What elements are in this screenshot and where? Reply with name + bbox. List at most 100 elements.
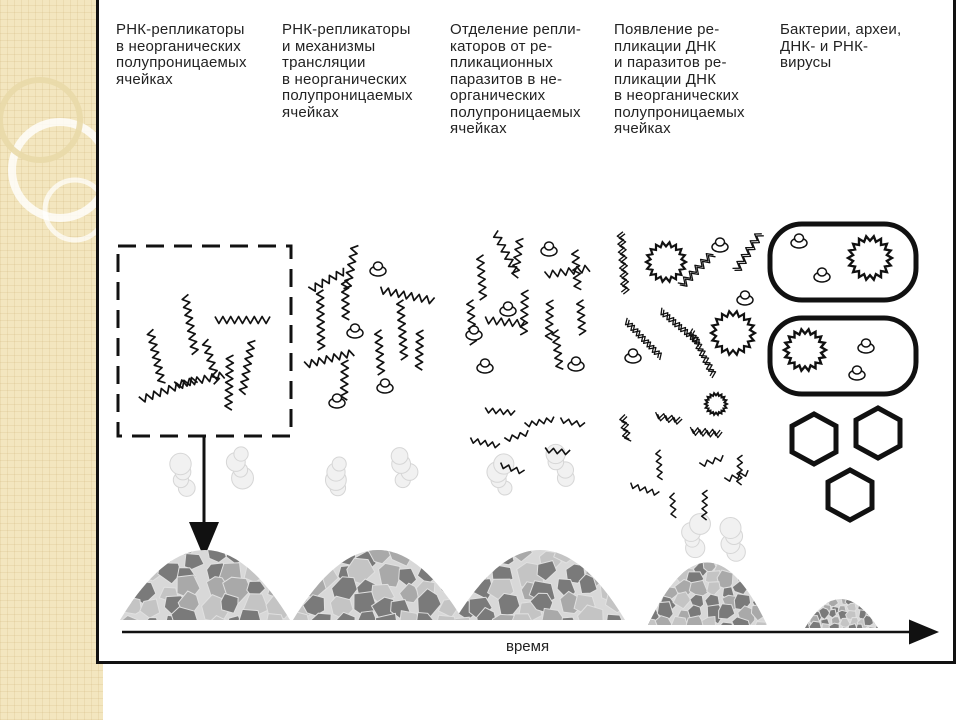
rock: [874, 563, 885, 573]
rock: [377, 562, 401, 588]
rock: [490, 526, 515, 545]
rock: [848, 570, 857, 578]
replicator-rna: [214, 315, 271, 325]
rock: [813, 560, 822, 570]
rock: [443, 550, 463, 565]
rock: [648, 504, 664, 518]
rock: [830, 568, 837, 575]
rock: [810, 588, 820, 598]
rock: [747, 562, 767, 577]
rock: [355, 627, 376, 649]
rock: [455, 579, 471, 603]
rock: [647, 533, 664, 550]
replicator-rna: [523, 416, 555, 428]
rock: [873, 590, 883, 599]
rock: [578, 509, 605, 530]
rock: [397, 519, 418, 537]
rock: [532, 476, 552, 498]
rock: [577, 550, 603, 563]
rock: [134, 522, 162, 550]
vent-smoke: [390, 447, 409, 465]
rock: [120, 550, 137, 566]
vent-smoke: [545, 443, 566, 465]
replicator-rna: [395, 299, 409, 361]
rock: [661, 562, 680, 573]
replicator-rna: [499, 462, 526, 475]
rock: [648, 562, 657, 575]
dna-double-strand: [660, 307, 698, 345]
replicator-rna: [224, 354, 235, 411]
rock: [219, 634, 243, 656]
rock: [264, 550, 287, 573]
replicator-rna: [484, 316, 526, 328]
rock: [608, 494, 626, 512]
virus-capsid-2: [853, 405, 903, 461]
stage-4-label: Появление ре- пликации ДНК и паразитов р…: [614, 21, 745, 137]
dna-double-strand: [621, 416, 632, 442]
rock: [658, 537, 673, 552]
dna-double-strand: [655, 411, 681, 423]
rock: [262, 561, 287, 584]
rock: [491, 613, 519, 620]
dna-double-strand: [619, 414, 630, 440]
rock: [309, 550, 333, 566]
ribosome-particle: [331, 393, 343, 403]
rock: [409, 550, 435, 563]
rock: [264, 634, 282, 653]
rock: [246, 495, 270, 516]
rock: [847, 622, 858, 628]
rock: [421, 528, 443, 545]
rock: [290, 497, 308, 518]
rock: [837, 561, 848, 571]
replicator-rna: [373, 329, 386, 376]
rock: [414, 631, 437, 654]
rock: [864, 559, 875, 571]
replicator-rna: [181, 293, 199, 356]
rock: [465, 550, 492, 571]
rock: [813, 599, 823, 607]
time-axis-label: время: [506, 638, 550, 655]
rock: [370, 513, 389, 531]
rock: [206, 526, 226, 543]
rock: [349, 511, 373, 536]
rock: [648, 567, 661, 585]
rock: [876, 599, 878, 606]
bacterium-cell-1: [767, 221, 919, 303]
replicator-rna: [492, 229, 518, 275]
dna-double-strand: [618, 233, 630, 295]
rock: [658, 525, 674, 544]
rock: [310, 522, 330, 544]
single-strand: [655, 449, 664, 481]
rock-mound: [451, 476, 626, 620]
rock: [669, 615, 689, 625]
slide-sidebar-decoration: [0, 0, 103, 720]
rock: [326, 528, 353, 549]
ribosome-particle: [570, 356, 582, 366]
rock: [374, 612, 399, 620]
rock-mound: [802, 559, 885, 628]
rock: [451, 496, 467, 516]
rock: [857, 588, 867, 598]
rock: [673, 498, 688, 515]
bacterium-cell-2: [767, 315, 919, 397]
rock: [802, 576, 812, 587]
rock: [204, 625, 224, 647]
rock: [285, 526, 302, 545]
rock: [838, 584, 846, 591]
rock: [751, 627, 770, 647]
rock: [541, 607, 565, 620]
rock: [838, 569, 847, 579]
rock: [554, 523, 584, 548]
replicator-rna: [201, 338, 221, 385]
ribosome-particle: [372, 261, 384, 271]
rock: [419, 512, 444, 540]
rock: [685, 615, 707, 625]
rock: [398, 582, 420, 604]
rock: [120, 550, 132, 552]
bacterial-membrane: [781, 326, 829, 374]
replicator-rna: [469, 437, 501, 449]
rock: [819, 562, 829, 571]
rock: [138, 616, 161, 620]
ribosome-particle: [379, 378, 391, 388]
rock: [156, 550, 182, 552]
